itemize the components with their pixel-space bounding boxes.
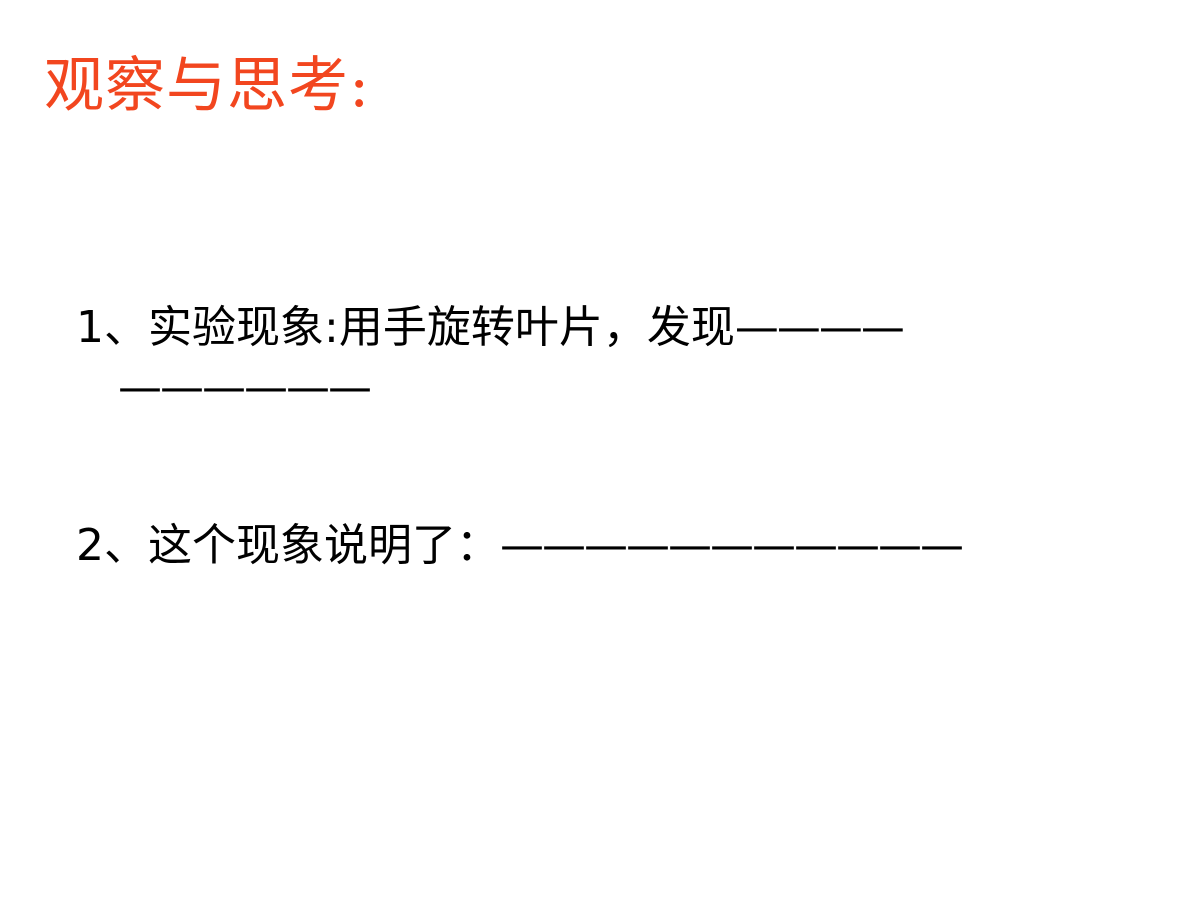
- slide-title: 观察与思考:: [44, 50, 370, 122]
- question-1-text: 实验现象:用手旋转叶片，发现: [148, 302, 735, 353]
- question-2-blank: ———————————: [500, 520, 964, 571]
- slide-title-text: 观察与思考:: [44, 51, 371, 121]
- question-1-number: 1、: [76, 302, 148, 353]
- question-1: 1、实验现象:用手旋转叶片，发现————: [76, 300, 905, 356]
- question-2: 2、这个现象说明了：———————————: [76, 518, 964, 574]
- question-1-continuation: ——————: [118, 360, 372, 416]
- question-2-number: 2、: [76, 520, 148, 571]
- question-1-blank-first: ————: [734, 302, 905, 353]
- question-1-blank-second: ——————: [118, 362, 372, 413]
- question-2-text: 这个现象说明了：: [148, 520, 500, 571]
